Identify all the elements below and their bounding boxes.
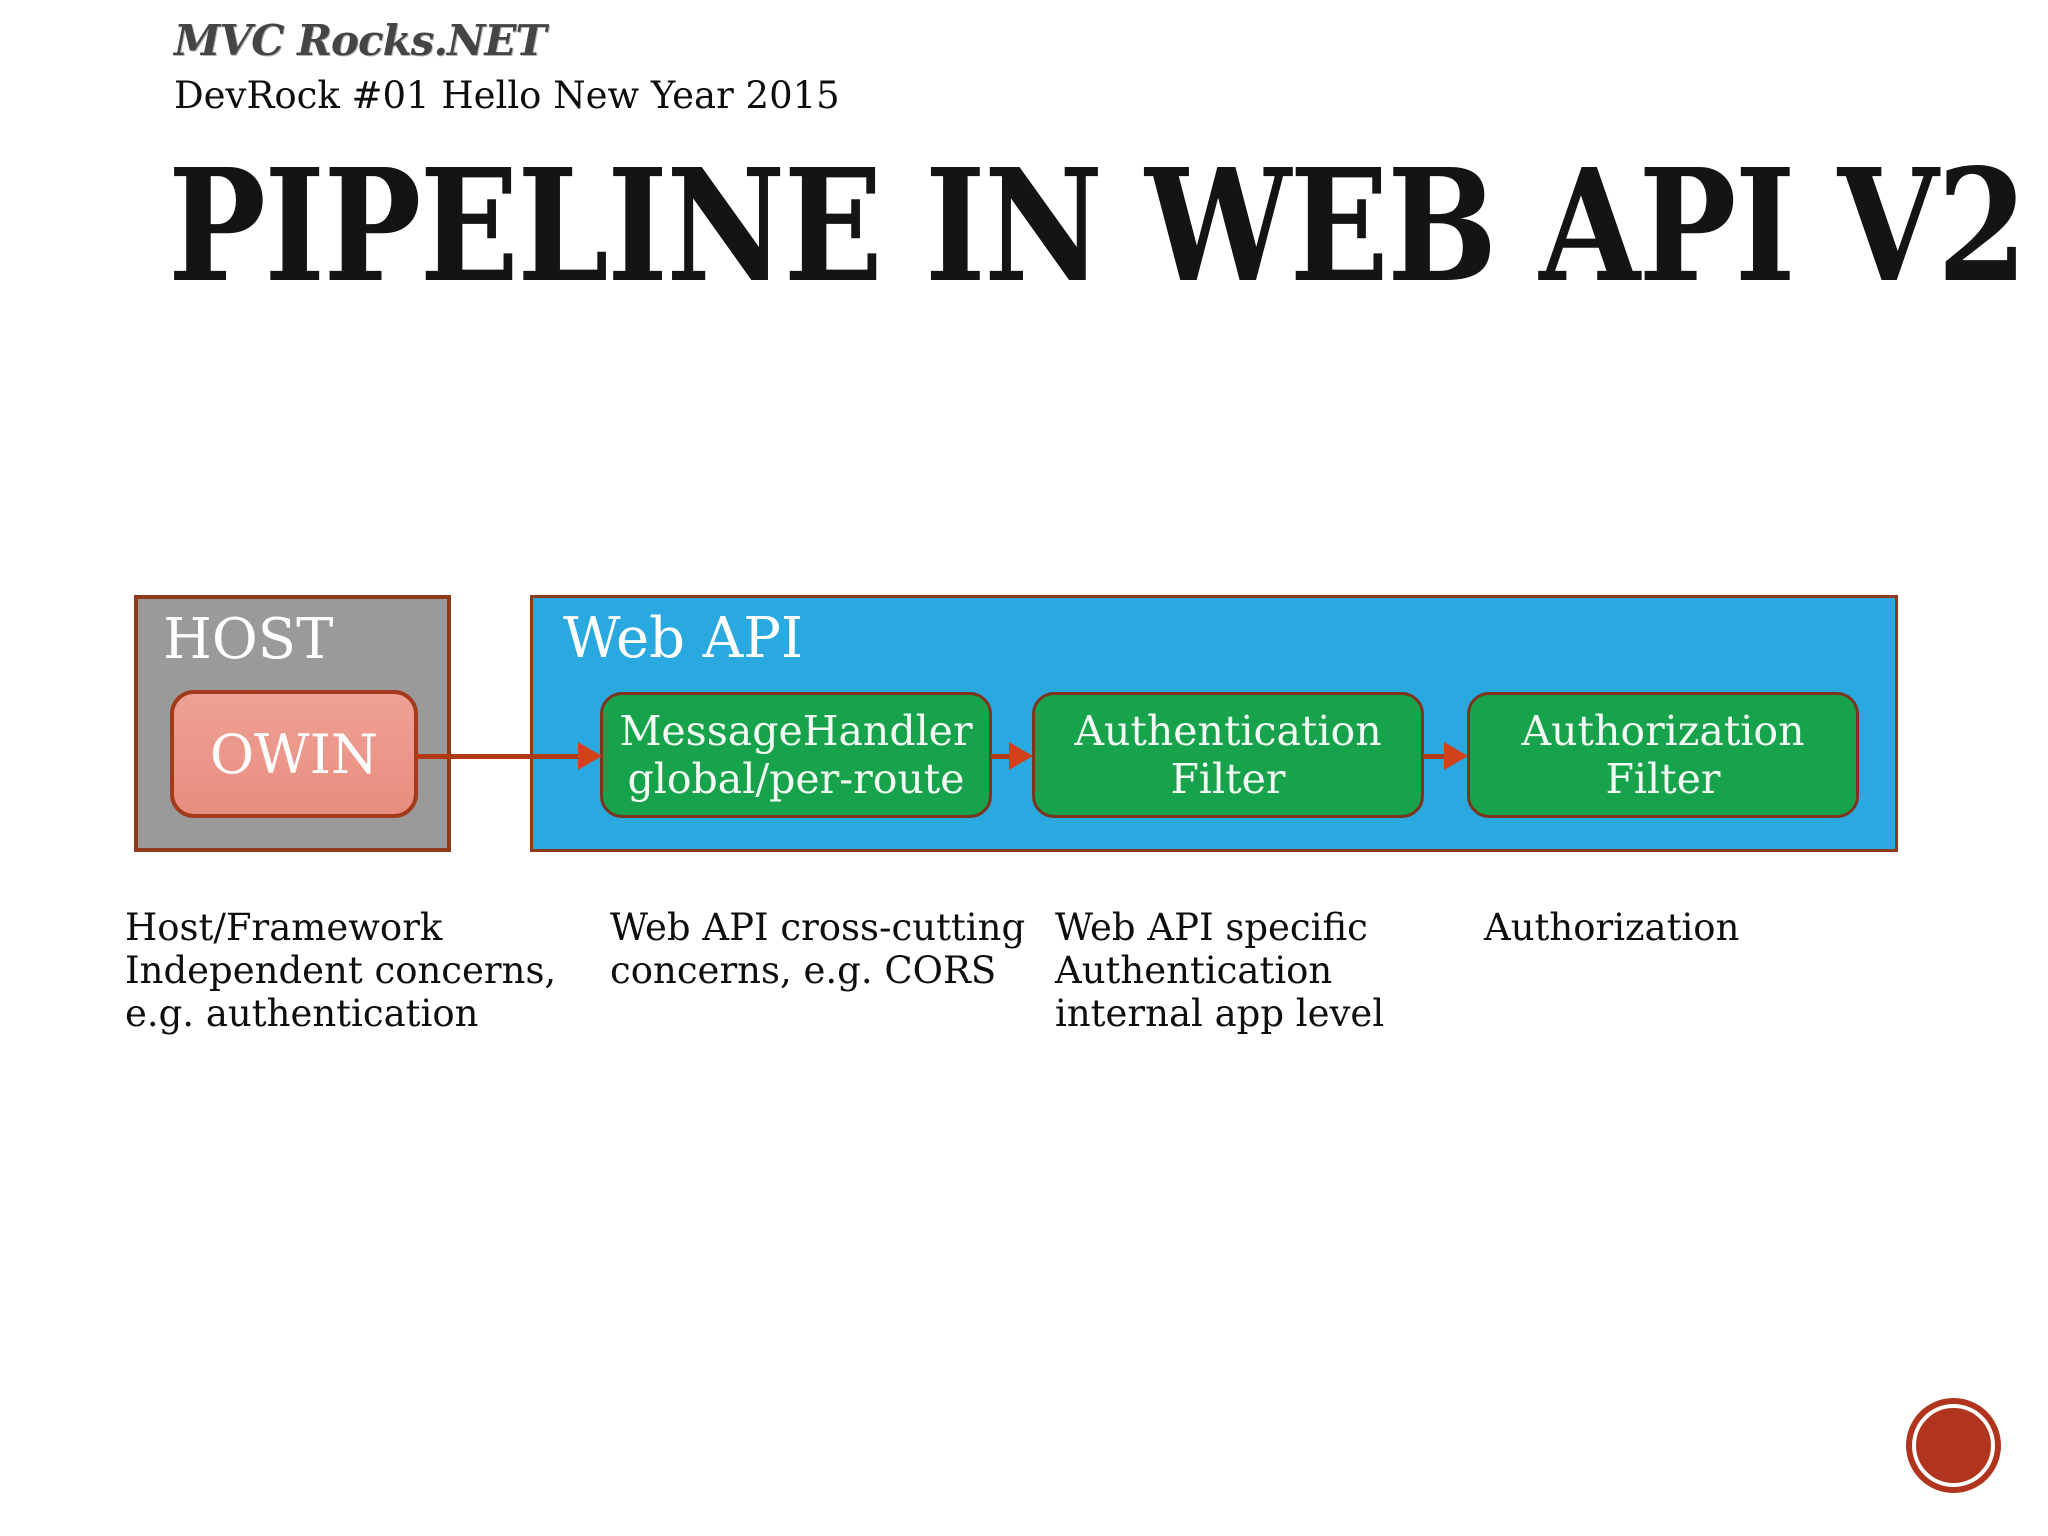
arrow-authentication-to-authorization-icon [1423,740,1468,772]
stage-line2: global/per-route [627,755,965,803]
webapi-container-box: Web API MessageHandler global/per-route … [530,595,1898,852]
caption-line: Host/Framework [125,906,443,949]
caption-authorization: Authorization [1484,906,1739,949]
stage-line1: Authentication [1074,707,1382,755]
webapi-label: Web API [563,606,804,671]
stage-authentication-filter-node: Authentication Filter [1032,692,1424,818]
stage-line2: Filter [1170,755,1286,803]
host-label: HOST [163,607,334,672]
brand-logo-text: MVC Rocks.NET [174,16,547,65]
arrow-shaft [991,754,1011,759]
logo-ring-icon [1912,1404,1995,1487]
stage-line1: Authorization [1521,707,1805,755]
caption-line: concerns, e.g. CORS [610,949,997,992]
brand-circle-logo-icon [1906,1398,2001,1493]
arrow-messagehandler-to-authentication-icon [991,740,1033,772]
stage-authorization-filter-node: Authorization Filter [1467,692,1859,818]
caption-authentication: Web API specific Authentication internal… [1055,906,1384,1035]
arrow-head-icon [1009,742,1033,770]
caption-line: Independent concerns, [125,949,557,992]
caption-line: e.g. authentication [125,992,479,1035]
arrow-head-icon [1444,742,1468,770]
slide-subtitle: DevRock #01 Hello New Year 2015 [174,74,840,117]
stage-line1: MessageHandler [619,707,973,755]
caption-line: Authentication [1055,949,1333,992]
caption-line: Authorization [1484,906,1740,949]
caption-line: Web API cross-cutting [610,906,1026,949]
stage-line2: Filter [1605,755,1721,803]
arrow-head-icon [578,742,602,770]
owin-label: OWIN [209,722,379,786]
caption-host-concerns: Host/Framework Independent concerns, e.g… [125,906,556,1035]
caption-crosscutting-concerns: Web API cross-cutting concerns, e.g. COR… [610,906,1025,992]
arrow-owin-to-messagehandler-icon [416,740,602,772]
stage-messagehandler-node: MessageHandler global/per-route [600,692,992,818]
arrow-shaft [416,754,580,759]
caption-line: Web API specific [1055,906,1368,949]
host-container-box: HOST OWIN [134,595,451,852]
page-title: PIPELINE IN WEB API V2 [168,134,2028,317]
owin-node: OWIN [170,690,418,818]
arrow-shaft [1423,754,1446,759]
caption-line: internal app level [1055,992,1385,1035]
